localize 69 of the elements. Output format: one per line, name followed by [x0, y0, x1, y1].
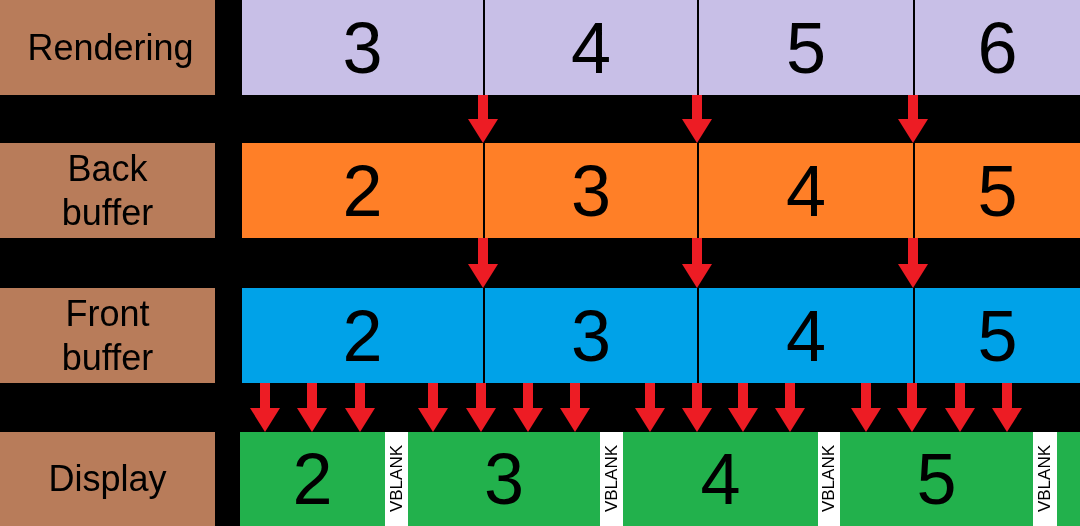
arrow: [466, 383, 496, 432]
frame-cell: [483, 288, 697, 383]
vblank-text: VBLANK: [1034, 445, 1055, 513]
frame-cell: [483, 0, 697, 95]
frame-number: 5: [916, 438, 957, 521]
row-label: [0, 288, 215, 383]
arrow: [945, 383, 975, 432]
arrow: [250, 383, 280, 432]
frame-number: 3: [570, 149, 611, 233]
arrow: [728, 383, 758, 432]
vblank-text: VBLANK: [600, 445, 622, 513]
arrow: [992, 383, 1022, 432]
display-frame: [840, 432, 1033, 526]
arrow: [468, 95, 498, 143]
arrow: [898, 238, 928, 288]
frame-number: 5: [977, 294, 1018, 378]
vblank-text: VBLANK: [818, 445, 839, 513]
vblank-strip: [600, 432, 623, 526]
row-label-text: Front buffer: [60, 291, 155, 380]
arrow: [468, 238, 498, 288]
frame-number: 4: [700, 438, 741, 521]
arrow: [418, 383, 448, 432]
arrow: [682, 383, 712, 432]
row-label: [0, 143, 215, 238]
arrow: [560, 383, 590, 432]
frame-cell: [240, 288, 483, 383]
frame-cell: [240, 0, 483, 95]
frame-number: 2: [342, 149, 383, 233]
frame-cell: [697, 0, 913, 95]
frame-number: 3: [483, 438, 524, 521]
frame-cell: [913, 288, 1080, 383]
display-frame: [623, 432, 818, 526]
frame-cell: [913, 143, 1080, 238]
frame-number: 4: [785, 294, 826, 378]
row-label-text: Display: [48, 457, 167, 501]
display-frame: [1057, 432, 1080, 526]
display-frame: [408, 432, 600, 526]
arrow: [635, 383, 665, 432]
vblank-text: VBLANK: [385, 445, 407, 513]
arrow: [297, 383, 327, 432]
frame-number: 5: [785, 6, 826, 90]
frame-number: 4: [570, 6, 611, 90]
frame-number: 3: [342, 6, 383, 90]
row-label: [0, 0, 215, 95]
arrow: [682, 238, 712, 288]
row-label-text: Back buffer: [60, 146, 155, 235]
frame-cell: [913, 0, 1080, 95]
frame-number: 2: [292, 438, 333, 521]
frame-cell: [697, 288, 913, 383]
arrow: [775, 383, 805, 432]
arrow: [513, 383, 543, 432]
frame-number: 6: [977, 6, 1018, 90]
display-frame: [240, 432, 385, 526]
arrow: [345, 383, 375, 432]
arrow: [851, 383, 881, 432]
frame-cell: [697, 143, 913, 238]
frame-cell: [240, 143, 483, 238]
vblank-strip: [385, 432, 408, 526]
vblank-strip: [1033, 432, 1057, 526]
frame-number: 5: [977, 149, 1018, 233]
vblank-strip: [818, 432, 840, 526]
frame-cell: [483, 143, 697, 238]
row-label: [0, 432, 215, 526]
frame-number: 4: [785, 149, 826, 233]
arrow: [682, 95, 712, 143]
frame-number: 3: [570, 294, 611, 378]
frame-number: 2: [342, 294, 383, 378]
arrow: [897, 383, 927, 432]
arrow: [898, 95, 928, 143]
